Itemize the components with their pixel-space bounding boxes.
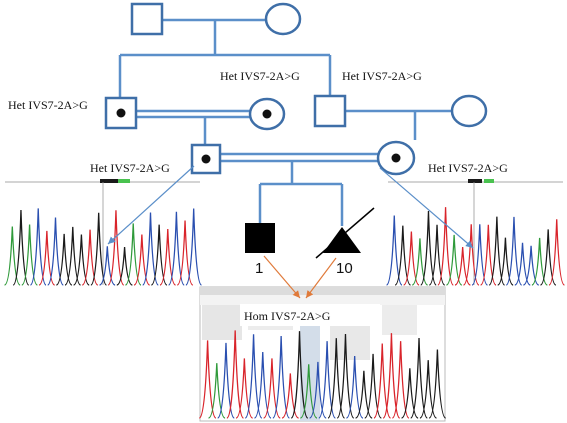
- chromatogram-peak: [235, 358, 253, 419]
- chromatogram-peak: [281, 373, 299, 419]
- chromatogram-peak: [419, 360, 437, 419]
- carrier-male-gen2: [104, 96, 138, 130]
- chromatogram-peak: [309, 361, 327, 419]
- chromatogram-peak: [364, 353, 382, 419]
- chromatogram-peak: [133, 234, 150, 286]
- arrow-child10-to-chromatogram: [305, 257, 337, 299]
- affected-male-square: [245, 223, 275, 253]
- chromatogram-peak: [99, 246, 116, 286]
- chromatogram-peak: [38, 230, 55, 286]
- chromatogram-peak: [428, 224, 446, 286]
- grandfather-square: [130, 2, 164, 36]
- chromatogram-peak: [463, 224, 480, 286]
- arrow-mother-to-chromatogram: [379, 167, 474, 249]
- chromatogram-right: [386, 178, 565, 286]
- arrow-child1-to-chromatogram: [263, 255, 301, 299]
- count-deceased-affected: 10: [336, 260, 353, 277]
- label-gen2-right: Het IVS7-2A>G: [342, 69, 422, 83]
- chromatogram-left: [4, 178, 203, 286]
- chromatogram-peak: [523, 245, 540, 286]
- chromatogram-peak: [56, 233, 73, 286]
- chromatogram-peak: [471, 224, 488, 286]
- chromatogram-peak: [540, 229, 557, 286]
- deceased-affected-triangle: [315, 207, 375, 259]
- chromatogram-peak: [394, 225, 411, 286]
- chromatogram-peak: [454, 246, 471, 286]
- female-gen2-right: [450, 94, 488, 128]
- chromatogram-peak: [244, 334, 263, 419]
- label-gen2-mid: Het IVS7-2A>G: [220, 69, 300, 83]
- chromatogram-peak: [548, 219, 565, 286]
- chromatogram-peak: [401, 368, 419, 419]
- chromatogram-peak: [514, 242, 531, 286]
- chromatogram-peak: [420, 210, 437, 286]
- male-gen2-right: [313, 94, 347, 128]
- chromatogram-peak: [300, 364, 318, 419]
- chromatogram-peak: [159, 229, 176, 286]
- chromatogram-peak: [411, 238, 428, 286]
- chromatogram-peak: [4, 226, 21, 286]
- chromatogram-proband: [198, 286, 447, 422]
- chromatogram-peak: [64, 226, 81, 286]
- chromatogram-peak: [47, 217, 64, 286]
- chromatogram-peak: [21, 224, 38, 286]
- chromatogram-peak: [254, 352, 272, 419]
- arrow-father-to-chromatogram: [107, 165, 195, 245]
- chromatogram-peak: [480, 224, 497, 286]
- chromatogram-peak: [142, 212, 159, 286]
- label-father: Het IVS7-2A>G: [90, 161, 170, 175]
- chromatogram-peak: [327, 338, 345, 419]
- carrier-female-gen2: [248, 97, 286, 131]
- carrier-father: [190, 143, 222, 175]
- chromatogram-peak: [176, 220, 194, 286]
- chromatogram-peak: [497, 237, 514, 286]
- chromatogram-peak: [217, 342, 235, 419]
- chromatogram-peak: [446, 234, 463, 286]
- chromatogram-peak: [167, 211, 185, 286]
- chromatogram-peak: [355, 370, 373, 419]
- chromatogram-peak: [346, 355, 364, 419]
- pedigree-lines: [118, 18, 452, 226]
- chromatogram-peak: [185, 208, 203, 286]
- chromatogram-peak: [125, 223, 142, 286]
- chromatogram-peak: [531, 237, 548, 286]
- chromatogram-peak: [73, 234, 90, 286]
- chromatogram-peak: [382, 333, 401, 419]
- chromatogram-peak: [151, 224, 168, 286]
- chromatogram-peak: [336, 333, 355, 419]
- carrier-mother: [376, 140, 416, 176]
- chromatogram-peak: [81, 229, 99, 286]
- grandmother-circle: [264, 2, 302, 36]
- chromatogram-peak: [318, 341, 337, 419]
- chromatogram-peak: [208, 363, 226, 419]
- chromatogram-peak: [428, 349, 447, 419]
- chromatogram-peak: [263, 358, 281, 419]
- chromatogram-peak: [403, 231, 420, 286]
- chromatogram-peak: [386, 215, 403, 286]
- label-mother: Het IVS7-2A>G: [428, 161, 508, 175]
- chromatogram-peak: [12, 210, 30, 286]
- chromatogram-peak: [373, 343, 391, 419]
- label-proband: Hom IVS7-2A>G: [244, 309, 331, 323]
- count-affected-male: 1: [255, 260, 263, 277]
- chromatogram-peak: [116, 247, 133, 286]
- label-gen2-left: Het IVS7-2A>G: [8, 98, 88, 112]
